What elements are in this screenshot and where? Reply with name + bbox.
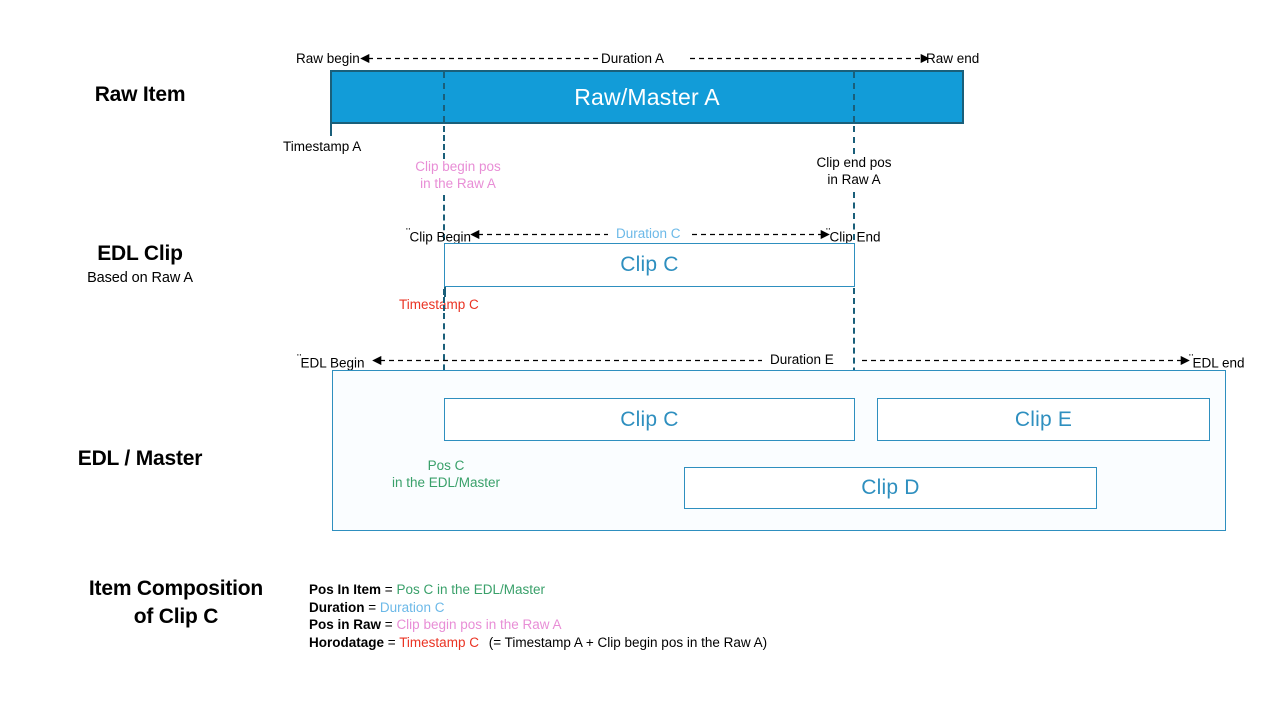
legend-key: Pos In Item bbox=[309, 582, 382, 597]
clip-begin-dash-lower bbox=[443, 195, 445, 240]
row-title-edl-master: EDL / Master bbox=[77, 447, 203, 470]
legend-row: Horodatage = Timestamp C (= Timestamp A … bbox=[309, 634, 767, 652]
row-subtitle-edl-clip: Based on Raw A bbox=[87, 270, 193, 286]
edl-begin-label: EDL Begin bbox=[300, 355, 365, 371]
legend-key: Duration bbox=[309, 599, 365, 615]
clip-end-label-wrap: ¨Clip End bbox=[826, 226, 881, 246]
duration-a-label: Duration A bbox=[601, 51, 665, 66]
pos-c-line1: Pos C bbox=[427, 458, 465, 473]
edl-master-clip-e-label: Clip E bbox=[1014, 407, 1073, 431]
row-title-composition-line1: Item Composition bbox=[88, 577, 264, 600]
legend-eq: = bbox=[368, 599, 377, 615]
raw-master-bar-label: Raw/Master A bbox=[574, 83, 720, 110]
composition-legend: Pos In Item = Pos C in the EDL/Master Du… bbox=[309, 581, 767, 651]
duration-e-label: Duration E bbox=[770, 352, 834, 367]
timestamp-c-tick bbox=[444, 287, 446, 297]
clip-end-dash-lower bbox=[853, 192, 855, 240]
row-title-edl-clip: EDL Clip bbox=[97, 242, 183, 265]
timestamp-c-label: Timestamp C bbox=[399, 297, 479, 312]
edl-clip-box-clip-c: Clip C bbox=[444, 243, 855, 287]
legend-row: Pos In Item = Pos C in the EDL/Master bbox=[309, 581, 767, 599]
legend-key: Pos in Raw bbox=[309, 617, 382, 633]
clip-begin-dash-upper bbox=[443, 126, 445, 159]
legend-eq: = bbox=[384, 582, 393, 597]
edl-clip-box-clip-c-label: Clip C bbox=[620, 253, 679, 276]
clip-begin-dash-in-bar bbox=[443, 72, 445, 122]
legend-value: Timestamp C bbox=[399, 634, 479, 650]
clip-end-pos-label: Clip end pos in Raw A bbox=[790, 155, 918, 189]
clip-begin-pos-line2: in the Raw A bbox=[420, 175, 496, 191]
edl-end-label: EDL end bbox=[1192, 355, 1245, 371]
raw-master-bar: Raw/Master A bbox=[330, 70, 964, 124]
edl-end-quote: ¨ bbox=[1189, 352, 1193, 367]
clip-end-dash-in-bar bbox=[853, 72, 855, 122]
clip-begin-pos-label: Clip begin pos in the Raw A bbox=[394, 159, 522, 193]
clip-begin-pos-line1: Clip begin pos bbox=[415, 159, 501, 174]
edl-begin-label-wrap: ¨EDL Begin bbox=[297, 352, 365, 372]
legend-eq: = bbox=[384, 617, 393, 633]
clip-end-pos-line1: Clip end pos bbox=[816, 155, 892, 170]
duration-e-arrow bbox=[372, 355, 1190, 366]
clip-end-quote: ¨ bbox=[826, 226, 830, 241]
legend-eq: = bbox=[387, 634, 396, 650]
legend-row: Pos in Raw = Clip begin pos in the Raw A bbox=[309, 616, 767, 634]
legend-key: Horodatage bbox=[309, 634, 385, 650]
row-title-raw-item: Raw Item bbox=[94, 83, 186, 106]
row-title-composition-line2: of Clip C bbox=[133, 605, 219, 628]
clip-end-dash-upper bbox=[853, 126, 855, 154]
timestamp-a-tick bbox=[330, 124, 332, 136]
duration-a-arrow bbox=[360, 53, 930, 64]
legend-value: Duration C bbox=[379, 599, 445, 615]
legend-value: Pos C in the EDL/Master bbox=[396, 582, 545, 597]
duration-c-label: Duration C bbox=[616, 226, 681, 241]
legend-value: Clip begin pos in the Raw A bbox=[396, 617, 562, 633]
clip-end-label: Clip End bbox=[829, 229, 881, 245]
edl-master-clip-c: Clip C bbox=[444, 398, 855, 441]
raw-end-label: Raw end bbox=[926, 51, 980, 66]
pos-c-label: Pos C in the EDL/Master bbox=[381, 458, 511, 492]
edl-master-clip-c-label: Clip C bbox=[620, 407, 679, 431]
pos-c-line2: in the EDL/Master bbox=[391, 474, 501, 490]
raw-begin-label: Raw begin bbox=[296, 51, 360, 66]
edl-master-clip-d: Clip D bbox=[684, 467, 1097, 509]
timestamp-a-label: Timestamp A bbox=[283, 139, 362, 154]
clip-end-pos-line2: in Raw A bbox=[827, 171, 881, 187]
legend-note: (= Timestamp A + Clip begin pos in the R… bbox=[488, 634, 768, 650]
edl-end-label-wrap: ¨EDL end bbox=[1189, 352, 1245, 372]
clip-begin-label: Clip Begin bbox=[409, 229, 472, 245]
edl-master-clip-d-label: Clip D bbox=[861, 476, 920, 499]
duration-c-arrow bbox=[470, 229, 830, 240]
legend-row: Duration = Duration C bbox=[309, 599, 767, 617]
clip-begin-label-wrap: ¨Clip Begin bbox=[406, 226, 471, 246]
clip-begin-quote: ¨ bbox=[406, 226, 410, 241]
edl-master-clip-e: Clip E bbox=[877, 398, 1210, 441]
edl-begin-quote: ¨ bbox=[297, 352, 301, 367]
clip-c-left-dash-a bbox=[443, 289, 445, 311]
